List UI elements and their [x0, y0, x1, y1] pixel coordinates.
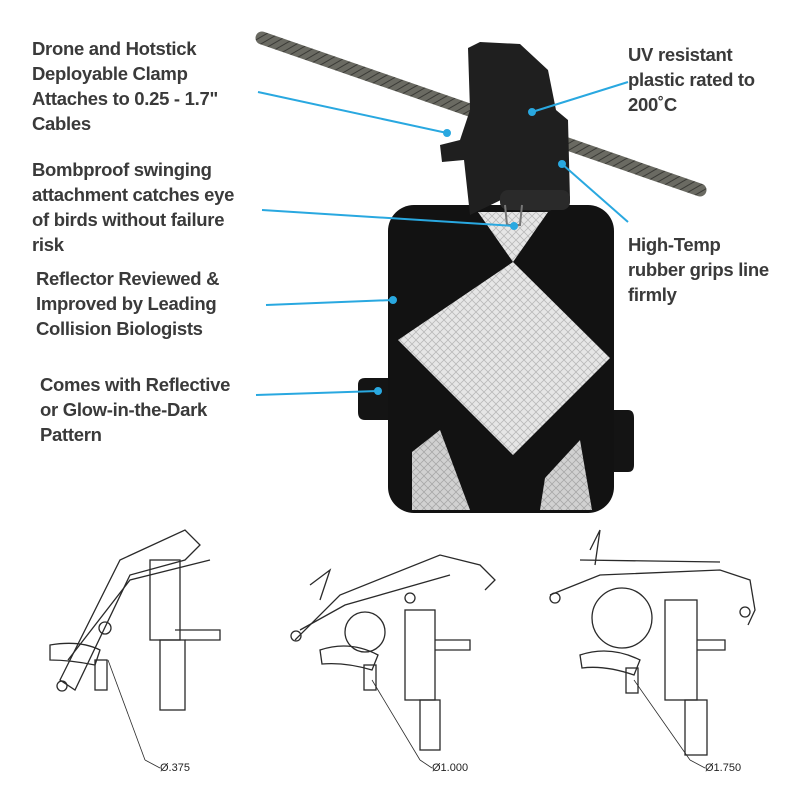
callout-pattern: Comes with Reflective or Glow-in-the-Dar…	[40, 372, 230, 447]
callout-line: Attaches to 0.25 - 1.7"	[32, 88, 218, 109]
diameter-label-medium: Ø1.000	[432, 762, 469, 774]
callout-line: risk	[32, 234, 64, 255]
callout-reviewed: Reflector Reviewed & Improved by Leading…	[36, 266, 219, 341]
callout-line: Cables	[32, 113, 91, 134]
callout-line: plastic rated to	[628, 69, 755, 90]
callout-line: Comes with Reflective	[40, 374, 231, 395]
callout-line: or Glow-in-the-Dark	[40, 399, 207, 420]
leader-lines	[255, 81, 629, 396]
clamp-drawing-large	[549, 529, 756, 769]
clamp	[440, 42, 570, 226]
clamp-drawing-small	[49, 529, 221, 769]
callout-line: Drone and Hotstick	[32, 38, 197, 59]
callout-line: High-Temp	[628, 234, 721, 255]
callout-rubber-grips: High-Temp rubber grips line firmly	[628, 232, 769, 307]
callout-line: Deployable Clamp	[32, 63, 188, 84]
callout-swinging-attachment: Bombproof swinging attachment catches ey…	[32, 157, 234, 257]
callout-line: Collision Biologists	[36, 318, 203, 339]
reflector-panel	[358, 205, 634, 513]
callout-clamp: Drone and Hotstick Deployable Clamp Atta…	[32, 36, 218, 136]
callout-line: of birds without failure	[32, 209, 225, 230]
callout-line: Reflector Reviewed &	[36, 268, 220, 289]
callout-uv-resistant: UV resistant plastic rated to 200˚C	[628, 42, 755, 117]
callout-line: Improved by Leading	[36, 293, 217, 314]
callout-line: firmly	[628, 284, 677, 305]
callout-line: attachment catches eye	[32, 184, 235, 205]
clamp-drawing-medium	[290, 554, 496, 769]
callout-line: Pattern	[40, 424, 102, 445]
diameter-label-small: Ø.375	[160, 762, 190, 774]
callout-line: UV resistant	[628, 44, 733, 65]
callout-line: rubber grips line	[628, 259, 769, 280]
callout-line: Bombproof swinging	[32, 159, 212, 180]
callout-line: 200˚C	[628, 94, 677, 115]
diameter-label-large: Ø1.750	[705, 762, 742, 774]
